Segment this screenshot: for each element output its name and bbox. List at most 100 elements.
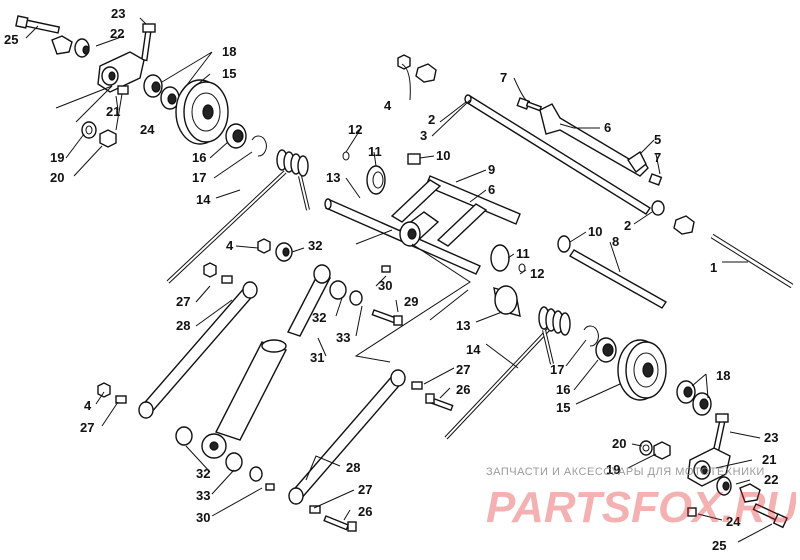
callout-21: 21 (106, 104, 120, 119)
bolt-26-right (425, 393, 454, 412)
callout-21-b: 21 (762, 452, 776, 467)
callout-33-b: 33 (196, 488, 210, 503)
callout-31: 31 (310, 350, 324, 365)
callout-15-b: 15 (556, 400, 570, 415)
bolt-25-upper-left (15, 15, 61, 34)
callout-4: 4 (384, 98, 392, 113)
washer-22-lower (739, 483, 761, 503)
callout-labels: 25 23 22 18 15 21 24 19 20 16 17 14 4 7 … (4, 6, 778, 553)
bushing-11-upper (366, 165, 386, 195)
callout-27-d: 27 (358, 482, 372, 497)
callout-23-b: 23 (764, 430, 778, 445)
callout-19: 19 (50, 150, 64, 165)
shaft-8 (568, 249, 668, 309)
bearing-16-upper (225, 123, 247, 149)
callout-18: 18 (222, 44, 236, 59)
callout-17: 17 (192, 170, 206, 185)
bolt-26-lower (323, 515, 357, 532)
o-ring-12-upper (342, 151, 350, 161)
bearing-18-upper (143, 74, 180, 110)
callout-24: 24 (140, 122, 155, 137)
adjuster-block-21-lower (687, 447, 731, 487)
callout-23: 23 (111, 6, 125, 21)
callout-7: 7 (500, 70, 507, 85)
nut-19-lower (653, 441, 671, 460)
nut-20-upper (99, 129, 117, 148)
bushing-32-top (275, 242, 293, 262)
shock-absorber-31 (201, 264, 331, 459)
adjuster-block-21-upper (97, 51, 145, 95)
snap-ring-17-upper (251, 135, 267, 157)
callout-4-b: 4 (226, 238, 234, 253)
washer-rear-lower (673, 215, 695, 235)
bolt-23-lower (712, 413, 729, 454)
callout-8: 8 (612, 234, 619, 249)
callout-30: 30 (378, 278, 392, 293)
pin-30-lower (265, 483, 275, 491)
assembly-reference-lines (55, 85, 471, 363)
callout-12: 12 (348, 122, 362, 137)
callout-20: 20 (50, 170, 64, 185)
bushing-32-lower (225, 452, 243, 472)
callout-11-b: 11 (516, 246, 530, 261)
spacer-27-top (221, 275, 233, 284)
callout-28-b: 28 (346, 460, 360, 475)
callout-14: 14 (196, 192, 211, 207)
callout-4-c: 4 (84, 398, 92, 413)
callout-6: 6 (604, 120, 611, 135)
bolt-7-lower (648, 173, 663, 186)
callout-11: 11 (368, 144, 382, 159)
callout-29: 29 (404, 294, 418, 309)
callout-22-b: 22 (764, 472, 778, 487)
callout-33: 33 (336, 330, 350, 345)
torsion-spring-14-left (166, 149, 310, 284)
callout-25-b: 25 (712, 538, 726, 553)
callout-32: 32 (308, 238, 322, 253)
callout-32-c: 32 (196, 466, 210, 481)
bolt-29 (371, 309, 403, 326)
callout-5: 5 (654, 132, 661, 147)
callout-26: 26 (456, 382, 470, 397)
spacer-27-bottom (115, 395, 127, 404)
snap-ring-17-lower (583, 325, 599, 347)
bracket-6-rear (539, 103, 649, 177)
long-bolt-1 (710, 233, 794, 289)
callout-13-b: 13 (456, 318, 470, 333)
spacer-2-top (415, 63, 437, 83)
callout-32-b: 32 (312, 310, 326, 325)
pin-30-top (381, 265, 391, 273)
nut-4-mid (203, 262, 217, 278)
callout-3: 3 (420, 128, 427, 143)
callout-27-b: 27 (456, 362, 470, 377)
callout-18-b: 18 (716, 368, 730, 383)
link-arm-28-left (138, 281, 258, 419)
idler-wheel-15-lower (617, 339, 667, 401)
callout-6-b: 6 (488, 182, 495, 197)
callout-22: 22 (110, 26, 124, 41)
bolt-25-lower (752, 503, 788, 529)
callout-30-b: 30 (196, 510, 210, 525)
nut-4-bottom (97, 382, 111, 398)
torsion-spring-14-right (444, 306, 571, 440)
bushing-13-lower (493, 285, 521, 317)
callout-16-b: 16 (556, 382, 570, 397)
callout-16: 16 (192, 150, 206, 165)
spacer-27-right (411, 381, 423, 390)
callout-26-b: 26 (358, 504, 372, 519)
spacer-33-lower (249, 466, 263, 482)
callout-27: 27 (176, 294, 190, 309)
spacer-33-mid (349, 290, 363, 306)
callout-10-b: 10 (588, 224, 602, 239)
callout-17-b: 17 (550, 362, 564, 377)
set-screw-24-lower (687, 507, 697, 517)
nut-4-left (257, 238, 271, 254)
callout-2: 2 (428, 112, 435, 127)
bearing-16-lower (595, 337, 617, 363)
idler-wheel-15-upper (175, 79, 229, 145)
washer-19-upper (81, 121, 97, 139)
callout-15: 15 (222, 66, 236, 81)
spacer-27-lower (309, 505, 321, 514)
bolt-23-upper (141, 23, 156, 62)
bushing-11-lower (490, 244, 510, 272)
